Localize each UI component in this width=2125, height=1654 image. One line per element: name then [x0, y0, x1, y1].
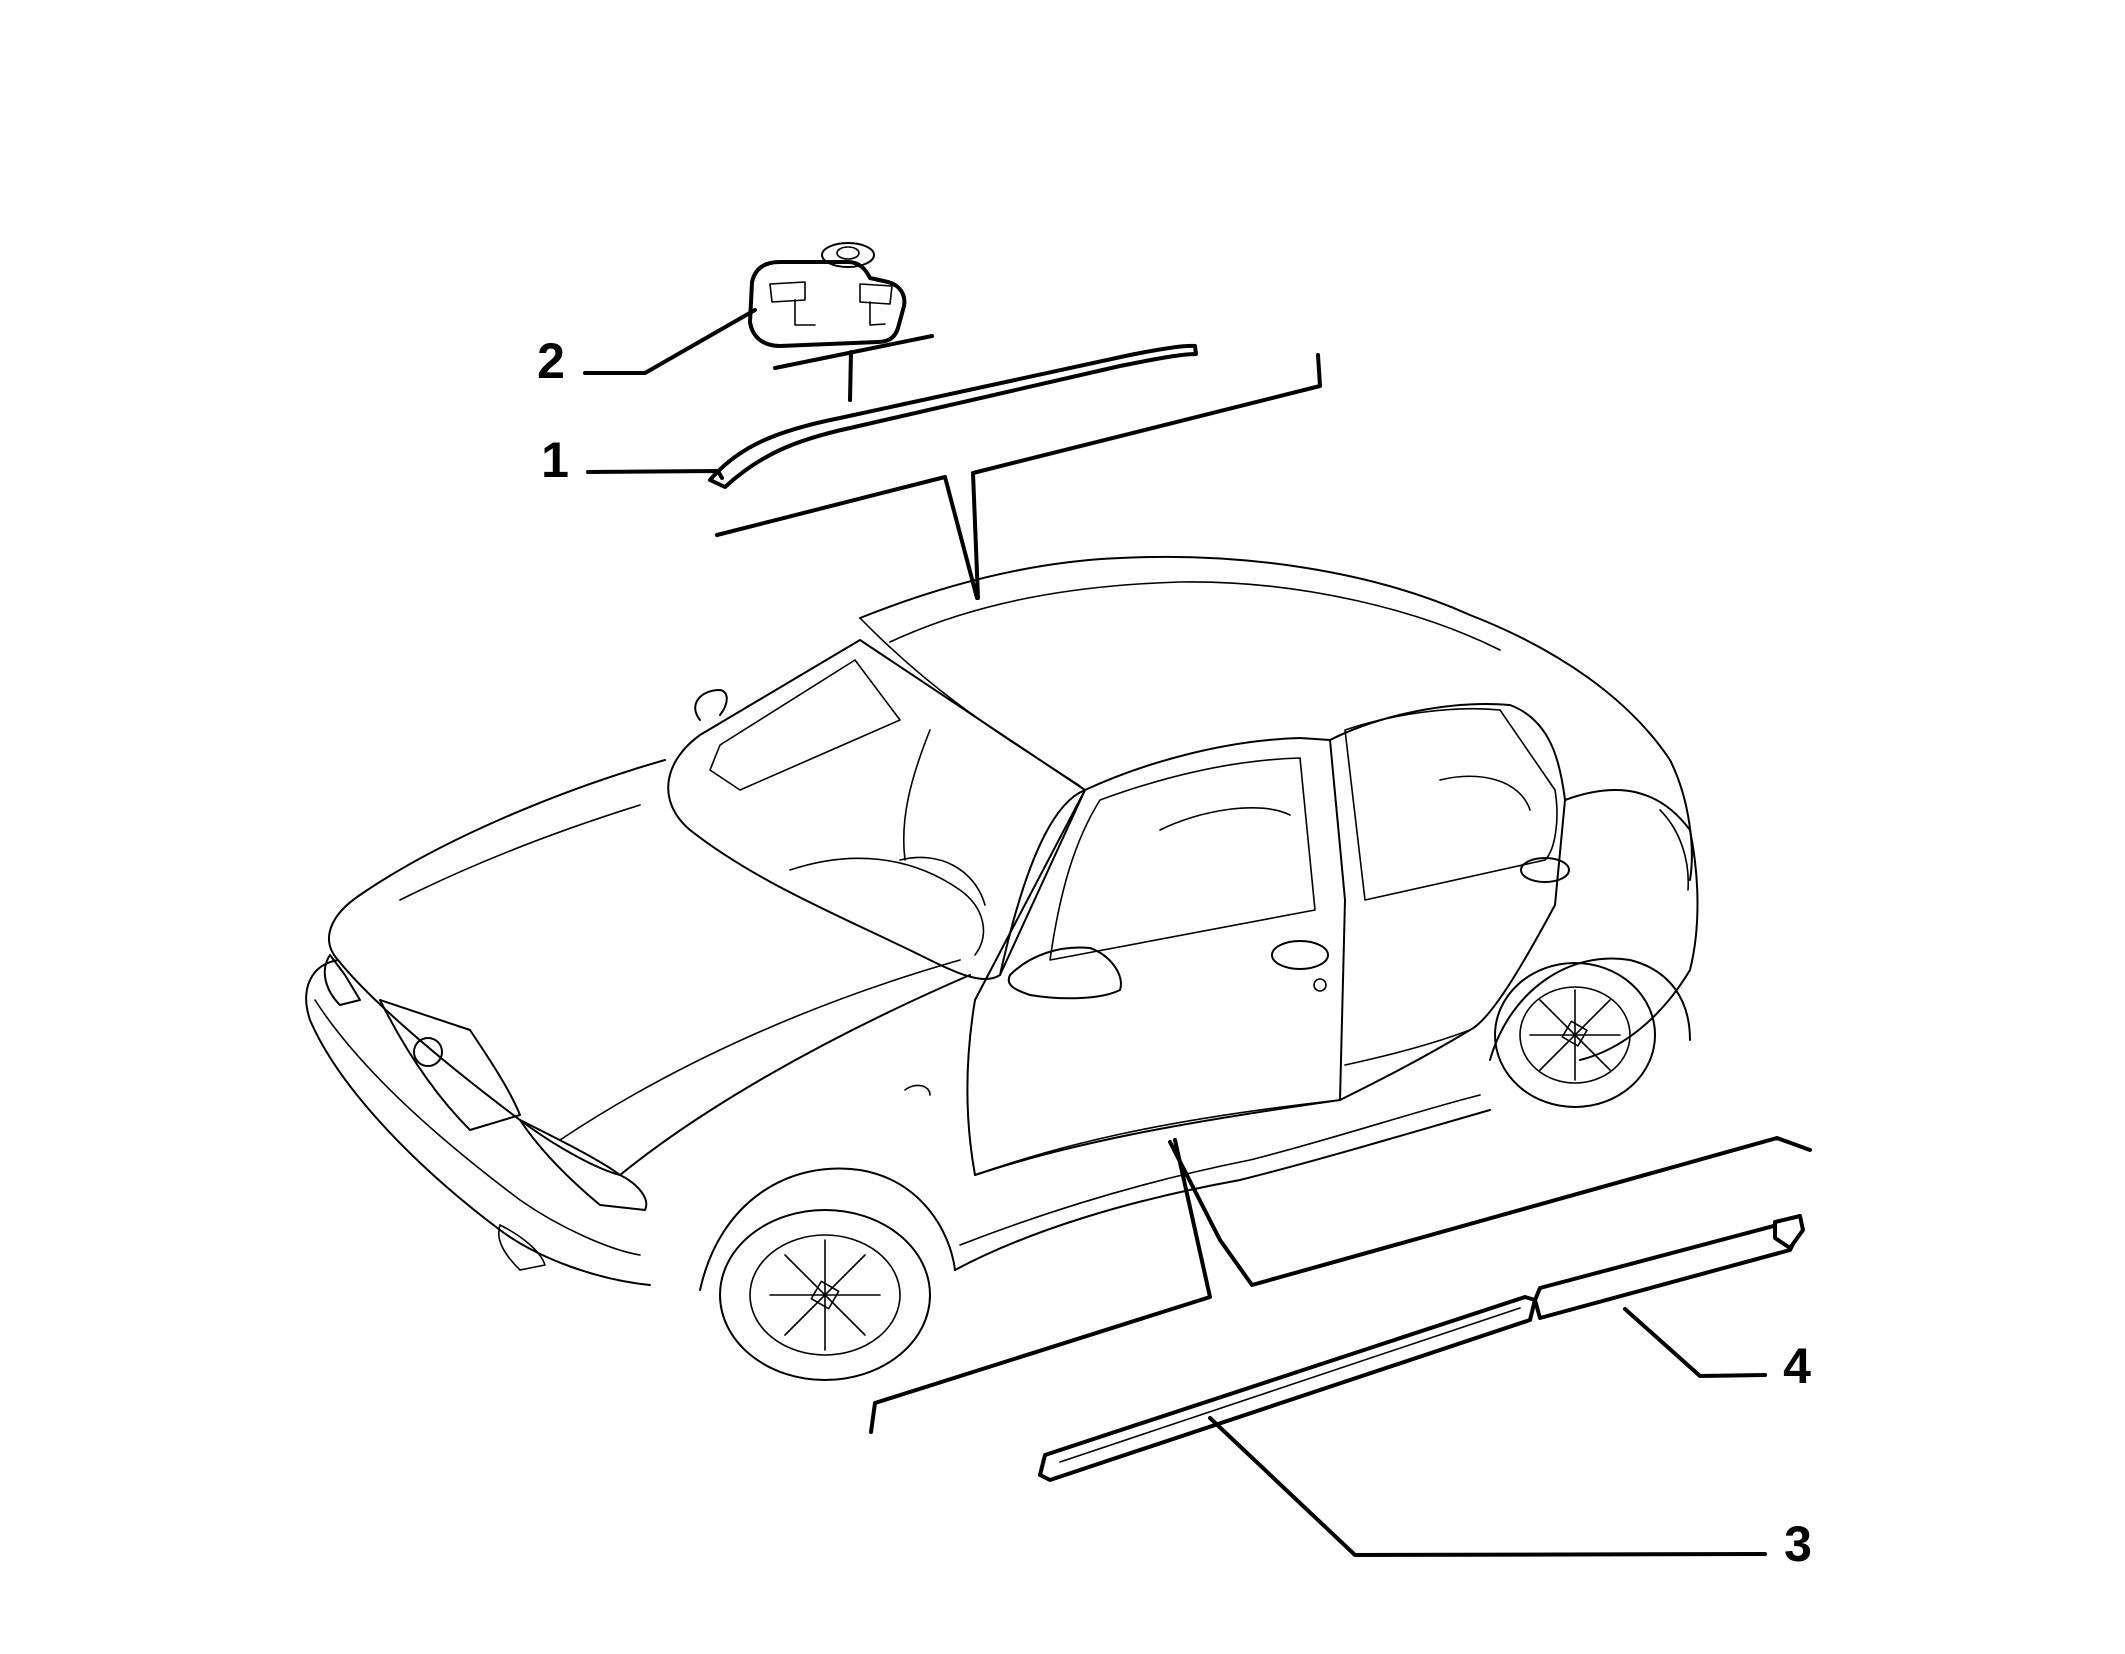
callout-2: 2	[537, 333, 565, 389]
clip-part	[748, 242, 907, 348]
fuel-cap	[904, 1084, 931, 1096]
front-grille	[379, 999, 521, 1131]
leader-callout-1	[586, 469, 724, 480]
front-wheel	[719, 1209, 931, 1381]
windshield-inner	[709, 659, 901, 791]
steering-wheel	[899, 856, 986, 906]
side-sill-lower	[959, 1094, 1481, 1246]
front-door-handle	[1271, 940, 1329, 970]
leader-callout-2	[583, 308, 757, 375]
front-door-window	[1049, 757, 1316, 961]
brand-badge	[413, 1037, 443, 1067]
roof-front-edge	[859, 617, 1081, 787]
front-wheel-arch	[699, 1167, 956, 1291]
headlight-right	[519, 1119, 648, 1211]
door-lock	[1313, 978, 1327, 992]
dashboard	[789, 857, 985, 956]
front-door-trim-line	[974, 1099, 1341, 1176]
hood-crease-left	[399, 804, 641, 901]
bracket-side-mouldings	[869, 1136, 1812, 1434]
front-seat	[1159, 806, 1291, 831]
rear-wheel	[1494, 962, 1656, 1108]
side-sill	[954, 1109, 1491, 1271]
callout-3: 3	[1784, 1516, 1812, 1572]
roof-rail-strip	[889, 581, 1501, 651]
front-bumper	[305, 959, 651, 1286]
fog-light	[498, 1224, 546, 1271]
rear-seat	[1439, 775, 1531, 811]
callout-4: 4	[1783, 1338, 1811, 1394]
headlight-left	[323, 954, 361, 1006]
rear-door-window	[1344, 707, 1558, 901]
windshield	[667, 639, 1086, 980]
hood-crease-right	[559, 959, 961, 1141]
rear-door-handle	[1520, 857, 1570, 883]
leader-callout-4	[1623, 1307, 1767, 1378]
rear-wheel-arch	[1489, 957, 1691, 1061]
rear-quarter	[1564, 789, 1699, 1061]
roof-moulding-strip	[708, 343, 1198, 489]
leader-callout-3	[1208, 1416, 1767, 1557]
front-door	[966, 737, 1346, 1176]
car-roof	[859, 555, 1693, 881]
side-mirror	[1007, 946, 1122, 1000]
car-illustration	[305, 555, 1699, 1381]
rear-door	[1329, 703, 1566, 1101]
bumper-line	[314, 999, 641, 1256]
tail-light	[1659, 809, 1690, 891]
a-pillar-inner	[902, 729, 931, 861]
hood	[328, 759, 971, 1176]
front-door-side-moulding	[1038, 1295, 1537, 1482]
rear-door-trim-line	[1344, 1029, 1471, 1066]
callout-1: 1	[541, 432, 569, 488]
left-mirror-front	[694, 689, 728, 721]
bracket-roof-parts	[715, 334, 1322, 600]
rear-door-side-moulding	[1533, 1221, 1797, 1320]
